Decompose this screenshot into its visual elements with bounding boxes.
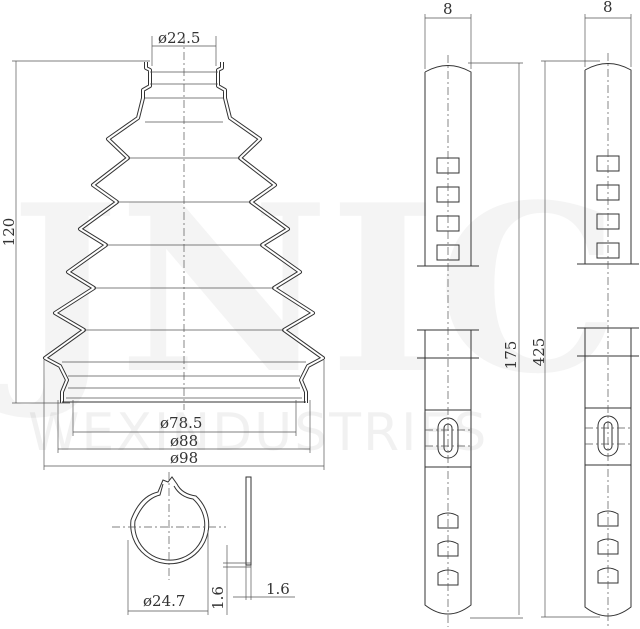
- strap-hook: [437, 569, 459, 586]
- clamp-ring-inner: [134, 483, 206, 561]
- strap-2-width: 8: [603, 0, 613, 16]
- clamp-straps: [417, 14, 639, 629]
- cv-boot-section: ø22.5 120 ø78.5 ø88 ø98: [0, 29, 325, 470]
- clamp-side-view: [245, 476, 252, 566]
- clamp-ring: ø24.7 1.6 1.6: [112, 472, 295, 615]
- strap-top-segment: [584, 63, 632, 264]
- watermark-company: WEXINDUSTRIES: [28, 403, 488, 463]
- dim-height: 120: [0, 218, 18, 247]
- strap-1-length: 175: [502, 341, 520, 370]
- strap-2: [544, 14, 639, 629]
- clamp-ring-outline: [130, 476, 210, 565]
- dim-mid-diameter: ø88: [170, 432, 198, 450]
- boot-wall-fill: [44, 62, 324, 403]
- dim-inner-diameter: ø78.5: [160, 414, 202, 432]
- strap-1: [417, 14, 520, 627]
- strap-1-width: 8: [443, 0, 453, 18]
- strap-hook: [437, 540, 459, 557]
- strap-hook: [597, 538, 619, 555]
- strap-hook: [437, 512, 459, 529]
- strap-2-length: 425: [530, 338, 548, 367]
- watermark-logo: JNIC: [0, 155, 620, 425]
- dim-wire-height: 1.6: [209, 586, 227, 610]
- dim-outer-diameter: ø98: [170, 449, 198, 467]
- strap-bottom-segment: [424, 358, 472, 615]
- dim-top-diameter: ø22.5: [158, 29, 200, 47]
- strap-hook: [597, 510, 619, 527]
- strap-hook: [597, 567, 619, 584]
- dim-wire-width: 1.6: [266, 580, 290, 598]
- strap-top-segment: [424, 65, 472, 266]
- dim-ring-diameter: ø24.7: [143, 592, 185, 610]
